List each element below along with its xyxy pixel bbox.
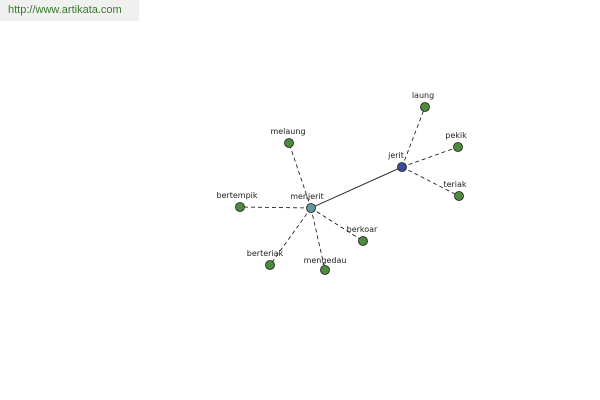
edge-menjerit-melaung <box>288 142 312 209</box>
edge-jerit-menjerit <box>310 166 403 209</box>
node-pekik[interactable] <box>453 142 463 152</box>
edges-layer <box>239 106 460 271</box>
node-bertempik[interactable] <box>235 202 245 212</box>
node-label-berkoar: berkoar <box>347 225 378 234</box>
node-jerit[interactable] <box>397 162 407 172</box>
edge-menjerit-mengedau <box>310 207 326 271</box>
edge-menjerit-bertempik <box>239 206 312 209</box>
node-menjerit[interactable] <box>306 203 316 213</box>
node-berteriak[interactable] <box>265 260 275 270</box>
node-label-melaung: melaung <box>270 127 305 136</box>
node-label-mengedau: mengedau <box>304 256 347 265</box>
node-laung[interactable] <box>420 102 430 112</box>
node-label-menjerit: menjerit <box>290 192 324 201</box>
url-banner[interactable]: http://www.artikata.com <box>0 0 139 21</box>
edge-jerit-teriak <box>401 166 460 197</box>
node-label-teriak: teriak <box>443 180 466 189</box>
edge-jerit-laung <box>401 106 426 168</box>
node-label-pekik: pekik <box>445 131 467 140</box>
edge-menjerit-berkoar <box>310 207 364 242</box>
node-label-bertempik: bertempik <box>216 191 257 200</box>
edge-jerit-pekik <box>401 146 459 168</box>
node-label-jerit: jerit <box>387 151 404 160</box>
node-mengedau[interactable] <box>320 265 330 275</box>
node-label-berteriak: berteriak <box>247 249 284 258</box>
node-berkoar[interactable] <box>358 236 368 246</box>
labels-layer: jerit menjerit laung pekik teriak melaung bert… <box>216 91 467 265</box>
nodes-layer <box>235 102 464 275</box>
edge-menjerit-berteriak <box>269 207 312 266</box>
node-teriak[interactable] <box>454 191 464 201</box>
node-label-laung: laung <box>412 91 434 100</box>
node-melaung[interactable] <box>284 138 294 148</box>
